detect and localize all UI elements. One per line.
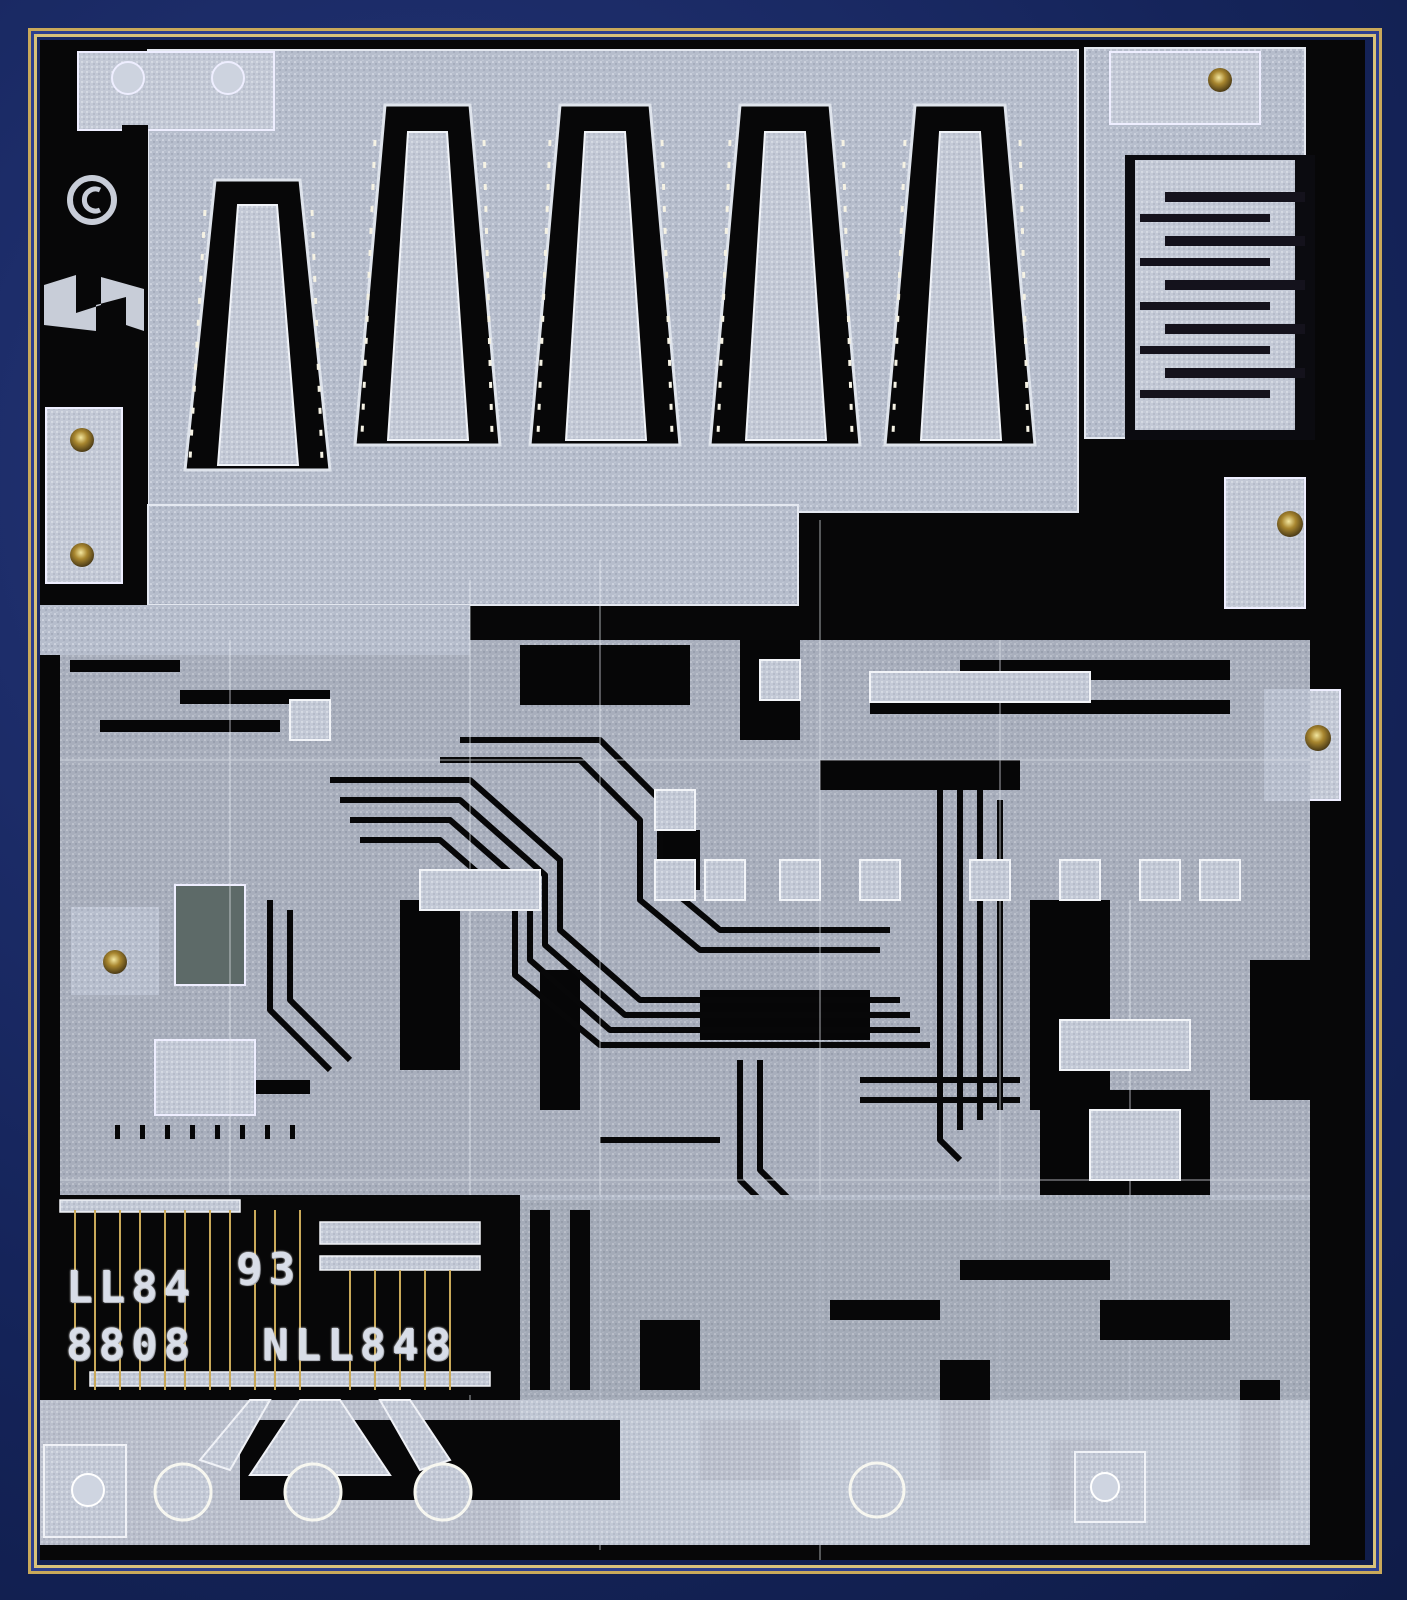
st-logo (44, 275, 144, 331)
bond-balls (70, 61, 1331, 1507)
die-marking-line2-left: 8808 (66, 1320, 196, 1371)
copyright-logo (67, 175, 117, 225)
power-transistor-block (40, 49, 1079, 655)
seal-ring (28, 28, 1382, 1574)
bottom-circuitry (40, 1195, 1310, 1545)
die-marking-line2-right: NLL848 (262, 1320, 457, 1371)
die-marking-line1-left: LL84 (66, 1262, 196, 1313)
die-marking-line1-right: 93 (236, 1244, 301, 1295)
round-capacitors (153, 1461, 906, 1522)
